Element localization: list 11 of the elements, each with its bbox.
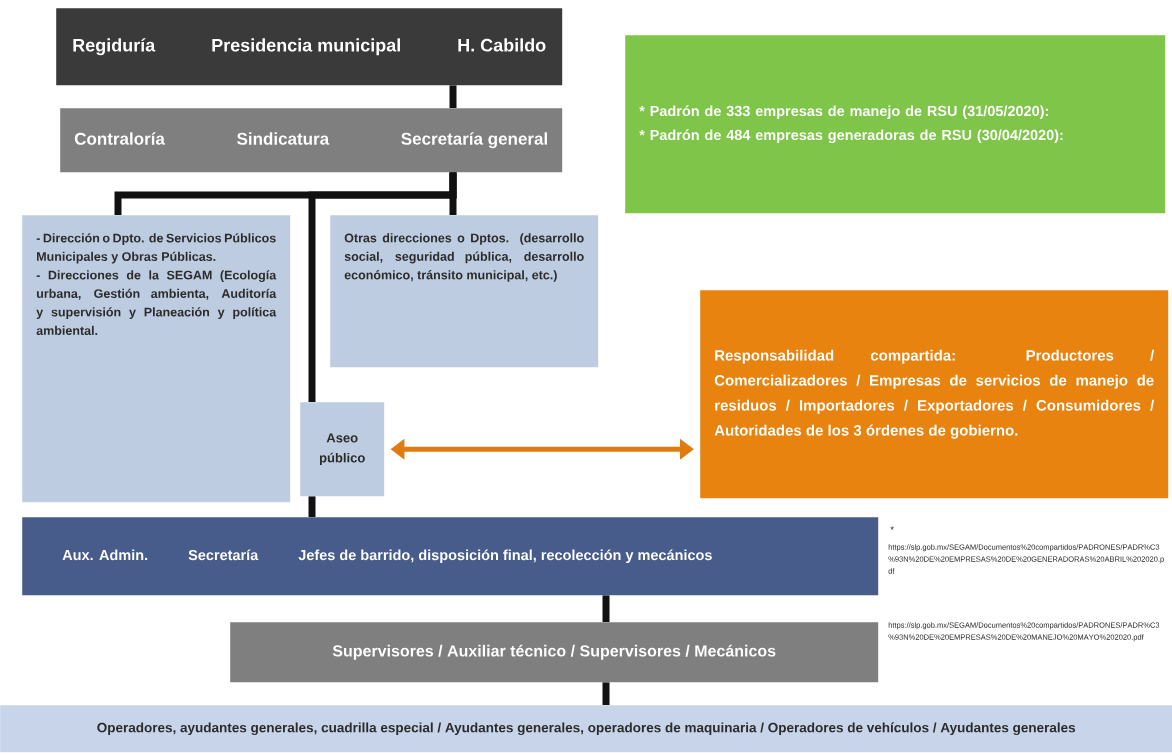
staff-box: Aux. Admin. Secretaría Jefes de barrido, disposición final, recolección y mecánicos [22, 517, 879, 596]
footnote-mark: * [890, 526, 894, 530]
note-box: Responsabilidad compartida: Productores / Comercializadores / Empresas de servicios de manejo de residuos / Importadores / Exportadores / Consumidores / Autoridades de los 3 órdenes de gobierno. [700, 290, 1169, 499]
heading-box: Regiduría Presidencia municipal H. Cabildo [56, 8, 563, 86]
note-box: * Padrón de 333 empresas de manejo de RSU (31/05/2020): * Padrón de 484 empresas generadoras de RSU (30/04/2020): [625, 35, 1166, 214]
department-box: Otras direcciones o Dptos. (desarrollo social, seguridad pública, desarrollo económico, tránsito municipal, etc.) [330, 215, 599, 368]
office-box: Contraloría Sindicatura Secretaría general [60, 108, 563, 173]
service-box: Aseo público [300, 402, 385, 497]
department-box: - Dirección o Dpto. de Servicios Públicos Municipales y Obras Públicas. - Direcciones de la SEGAM (Ecología urbana, Gestión ambienta, Auditoría y supervisión y Planeación y política ambiental. [22, 215, 291, 503]
staff-box: Supervisores / Auxiliar técnico / Supervisores / Mecánicos [230, 622, 879, 683]
staff-band: Operadores, ayudantes generales, cuadrilla especial / Ayudantes generales, operadores de maquinaria / Operadores de vehículos / Ayudantes generales [0, 705, 1172, 753]
